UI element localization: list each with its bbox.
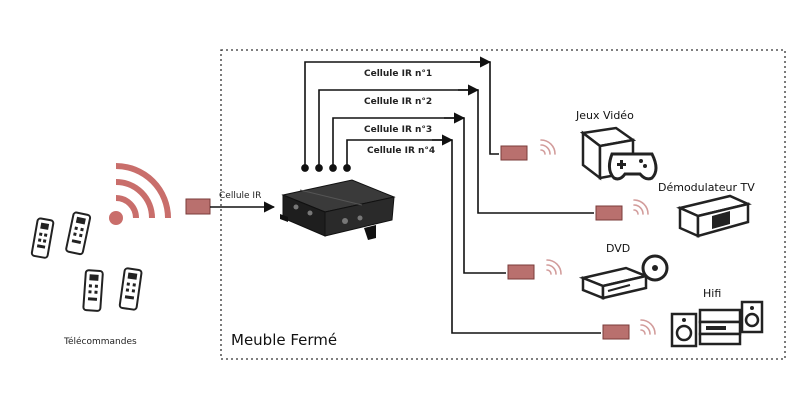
cabinet-frame [220,49,786,360]
device-label-dvd: DVD [606,242,630,255]
cell-2-label: Cellule IR n°2 [364,97,432,107]
cell-wires [301,56,601,334]
dvd-player-icon [578,254,669,300]
cell-4-label: Cellule IR n°4 [367,146,435,156]
cell-4-wire [343,139,601,334]
remote-icon [65,211,92,256]
tv-box-icon [676,194,752,238]
ir-emitter-icon [595,205,623,221]
remotes-group [30,211,143,312]
cell-1-label: Cellule IR n°1 [364,69,432,79]
hifi-icon [670,300,764,348]
remote-icon [118,267,143,311]
cabinet-label: Meuble Fermé [231,331,337,349]
emitter-2 [595,199,649,221]
emitter-4 [602,319,656,340]
remotes-label: Télécommandes [63,336,137,347]
ir-emitter-icon [602,324,630,340]
receiver-label: Cellule IR [219,191,261,201]
ir-emitter-icon [507,264,535,280]
emitter-3 [507,259,562,280]
ir-signal-icon [109,163,171,225]
remote-icon [82,269,104,312]
ir-emitter-icon [500,145,528,161]
cell-3-label: Cellule IR n°3 [364,125,432,135]
remote-icon [30,217,55,259]
device-label-demodulateur: Démodulateur TV [658,181,755,194]
device-label-jeux-video: Jeux Vidéo [575,109,634,122]
ir-hub-icon [280,179,396,240]
emitter-1 [500,139,556,161]
gamepad-icon [579,126,658,181]
device-label-hifi: Hifi [703,287,721,300]
ir-receiver-icon [185,198,211,215]
